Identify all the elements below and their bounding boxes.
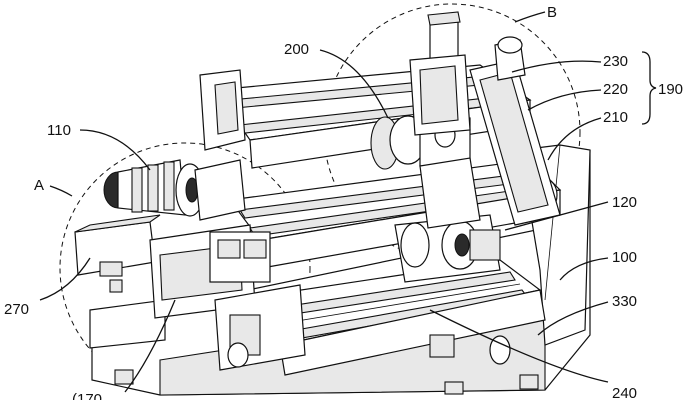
leader-110 <box>79 129 151 171</box>
label-210: 210 <box>603 109 628 126</box>
label-b: B <box>547 4 557 21</box>
label-100: 100 <box>612 249 637 266</box>
label-120: 120 <box>612 194 637 211</box>
label-170: (170 <box>72 391 102 400</box>
leader-120 <box>504 201 609 231</box>
reference-labels: B 200 230 220 190 210 110 A 120 100 270 … <box>4 4 683 400</box>
leader-210 <box>547 117 602 161</box>
leader-240 <box>429 309 609 383</box>
tool-carriage-120 <box>394 214 501 283</box>
label-240: 240 <box>612 385 637 400</box>
label-200: 200 <box>284 41 309 58</box>
left-housing-270 <box>74 214 161 293</box>
label-330: 330 <box>612 293 637 310</box>
label-190: 190 <box>658 81 683 98</box>
leader-b <box>514 11 546 23</box>
leader-200 <box>319 49 389 119</box>
leader-230 <box>511 60 602 73</box>
detail-circle-a <box>59 142 311 394</box>
spindle-head-110 <box>103 159 246 221</box>
vertical-column-190 <box>409 11 561 226</box>
label-230: 230 <box>603 53 628 70</box>
leader-170 <box>124 299 176 393</box>
label-270: 270 <box>4 301 29 318</box>
label-220: 220 <box>603 81 628 98</box>
leader-330 <box>537 301 609 336</box>
leader-270 <box>39 257 91 301</box>
leader-220 <box>527 89 602 111</box>
brace-190 <box>641 51 657 125</box>
label-110: 110 <box>47 122 71 139</box>
leader-100 <box>559 257 609 281</box>
leader-a <box>49 185 73 197</box>
leader-lines <box>39 11 657 393</box>
label-a: A <box>34 177 44 194</box>
lower-turret-assembly-170 <box>149 224 306 371</box>
